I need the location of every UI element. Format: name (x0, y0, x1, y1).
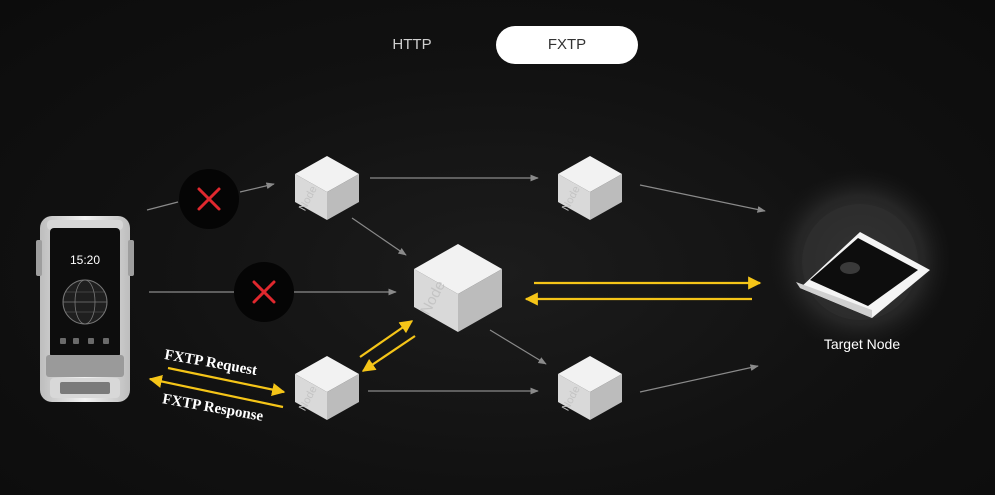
gray-arrows (146, 174, 766, 395)
target-node: Target Node (768, 168, 952, 352)
arrow-node3-to-center (359, 320, 414, 358)
blocked-marker-2 (234, 262, 294, 322)
target-device-icon (796, 232, 930, 318)
arrow-node3-to-phone (148, 374, 284, 409)
target-node-label: Target Node (824, 336, 900, 352)
close-icon (252, 280, 276, 304)
arrow-phone-to-node3 (167, 366, 286, 397)
tab-http[interactable]: HTTP (392, 36, 432, 53)
close-icon (197, 187, 221, 211)
arrow-phone-to-block1 (146, 201, 179, 211)
phone-device: 15:20 (36, 216, 134, 402)
yellow-arrows (148, 276, 762, 409)
fxtp-request-label: FXTP Request (163, 347, 258, 379)
globe-icon (62, 279, 108, 325)
arrow-center-to-node3 (361, 335, 416, 372)
fxtp-response-label: FXTP Response (161, 391, 265, 425)
node-cube-1: Node (295, 156, 359, 220)
node-cube-center: Node (414, 244, 502, 332)
arrow-center-to-node4 (489, 329, 547, 365)
tab-fxtp[interactable]: FXTP (496, 26, 638, 64)
protocol-tabs: HTTP FXTP (0, 0, 995, 80)
arrow-node4-to-target (639, 364, 759, 393)
arrow-node1-to-center (351, 217, 407, 256)
app-icons (60, 338, 109, 344)
phone-clock: 15:20 (70, 253, 100, 267)
blocked-marker-1 (179, 169, 239, 229)
node-cube-4: Node (558, 356, 622, 420)
arrow-block1-to-node1 (239, 182, 275, 193)
node-cube-3: Node (295, 356, 359, 420)
arrow-node2-to-target (639, 184, 766, 213)
node-cube-2: Node (558, 156, 622, 220)
